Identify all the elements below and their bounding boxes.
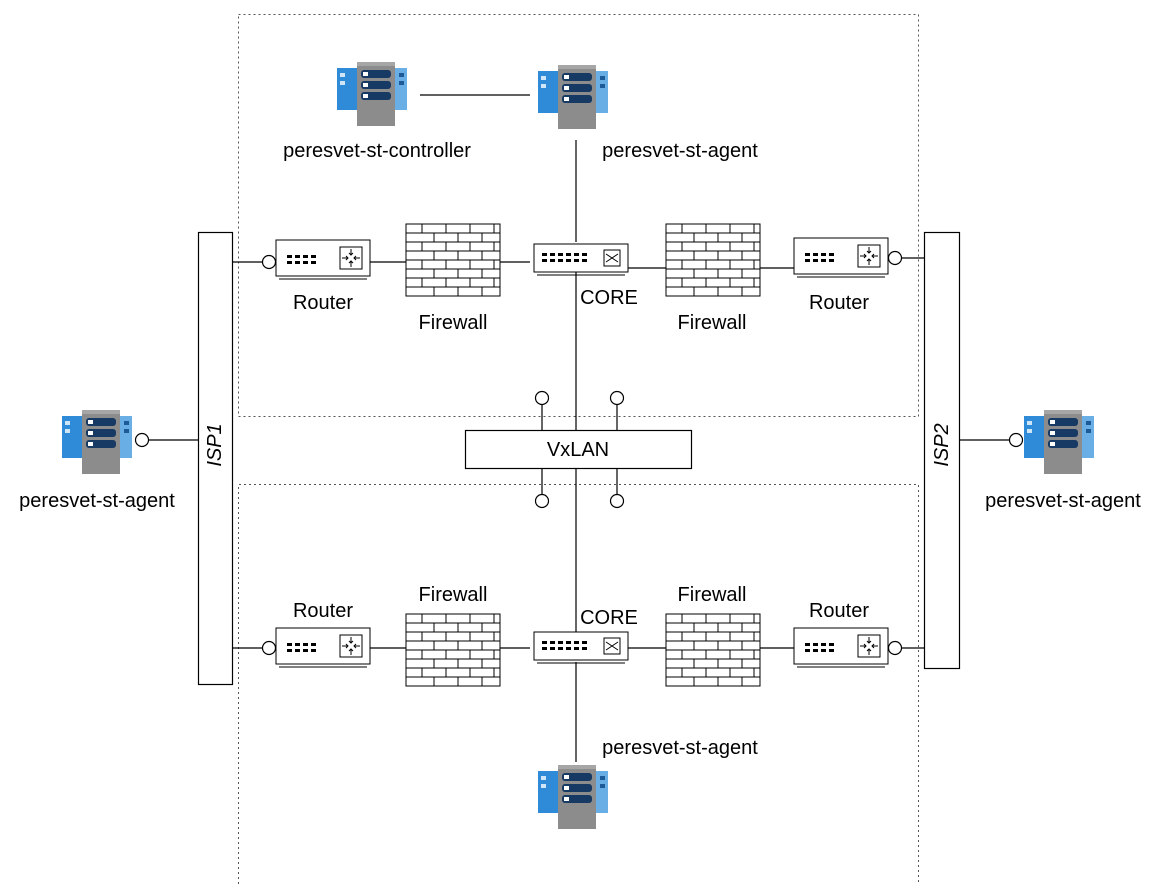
isp2-bar[interactable] bbox=[923, 231, 961, 670]
top-firewall-right-label: Firewall bbox=[677, 312, 747, 334]
top-zone-border bbox=[238, 14, 919, 417]
controller-server-icon[interactable] bbox=[337, 62, 407, 126]
top-router-right-label: Router bbox=[808, 292, 870, 314]
isp1-label: ISP1 bbox=[204, 423, 226, 467]
top-agent-server-icon[interactable] bbox=[538, 65, 608, 129]
bottom-agent-label: peresvet-st-agent bbox=[602, 737, 758, 759]
top-firewall-left-icon[interactable] bbox=[405, 223, 501, 297]
vxlan-box[interactable] bbox=[464, 429, 693, 470]
bottom-firewall-right-icon[interactable] bbox=[665, 613, 761, 687]
vxlan-label: VxLAN bbox=[546, 439, 610, 461]
bottom-core-switch-icon[interactable] bbox=[533, 631, 629, 664]
top-core-label: CORE bbox=[580, 287, 638, 309]
connector-circle bbox=[534, 390, 550, 406]
bottom-router-left-label: Router bbox=[292, 600, 354, 622]
right-agent-server-icon[interactable] bbox=[1024, 410, 1094, 474]
top-agent-label: peresvet-st-agent bbox=[602, 140, 758, 162]
bottom-router-right-label: Router bbox=[808, 600, 870, 622]
link-connectors bbox=[134, 250, 1024, 656]
connector-circle bbox=[887, 250, 903, 266]
top-router-left-label: Router bbox=[292, 292, 354, 314]
top-router-left-icon[interactable] bbox=[275, 239, 371, 280]
connector-circle bbox=[887, 640, 903, 656]
bottom-firewall-left-label: Firewall bbox=[418, 584, 488, 606]
bottom-agent-server-icon[interactable] bbox=[538, 765, 608, 829]
connector-circle bbox=[609, 493, 625, 509]
left-agent-server-icon[interactable] bbox=[62, 410, 132, 474]
connector-circle bbox=[609, 390, 625, 406]
links bbox=[149, 94, 1010, 762]
top-router-right-icon[interactable] bbox=[793, 237, 889, 278]
connector-circle bbox=[261, 254, 277, 270]
top-firewall-left-label: Firewall bbox=[418, 312, 488, 334]
right-agent-label: peresvet-st-agent bbox=[985, 490, 1141, 512]
connector-circle bbox=[134, 432, 150, 448]
bottom-firewall-right-label: Firewall bbox=[677, 584, 747, 606]
isp1-bar[interactable] bbox=[197, 231, 234, 686]
connector-circle bbox=[261, 640, 277, 656]
bottom-firewall-left-icon[interactable] bbox=[405, 613, 501, 687]
bottom-router-right-icon[interactable] bbox=[793, 627, 889, 668]
isp2-label: ISP2 bbox=[931, 423, 953, 467]
connector-circle bbox=[534, 493, 550, 509]
top-core-switch-icon[interactable] bbox=[533, 243, 629, 276]
connector-circle bbox=[1008, 432, 1024, 448]
controller-label: peresvet-st-controller bbox=[283, 140, 471, 162]
top-firewall-right-icon[interactable] bbox=[665, 223, 761, 297]
bottom-core-label: CORE bbox=[580, 607, 638, 629]
left-agent-label: peresvet-st-agent bbox=[19, 490, 175, 512]
bottom-router-left-icon[interactable] bbox=[275, 627, 371, 668]
